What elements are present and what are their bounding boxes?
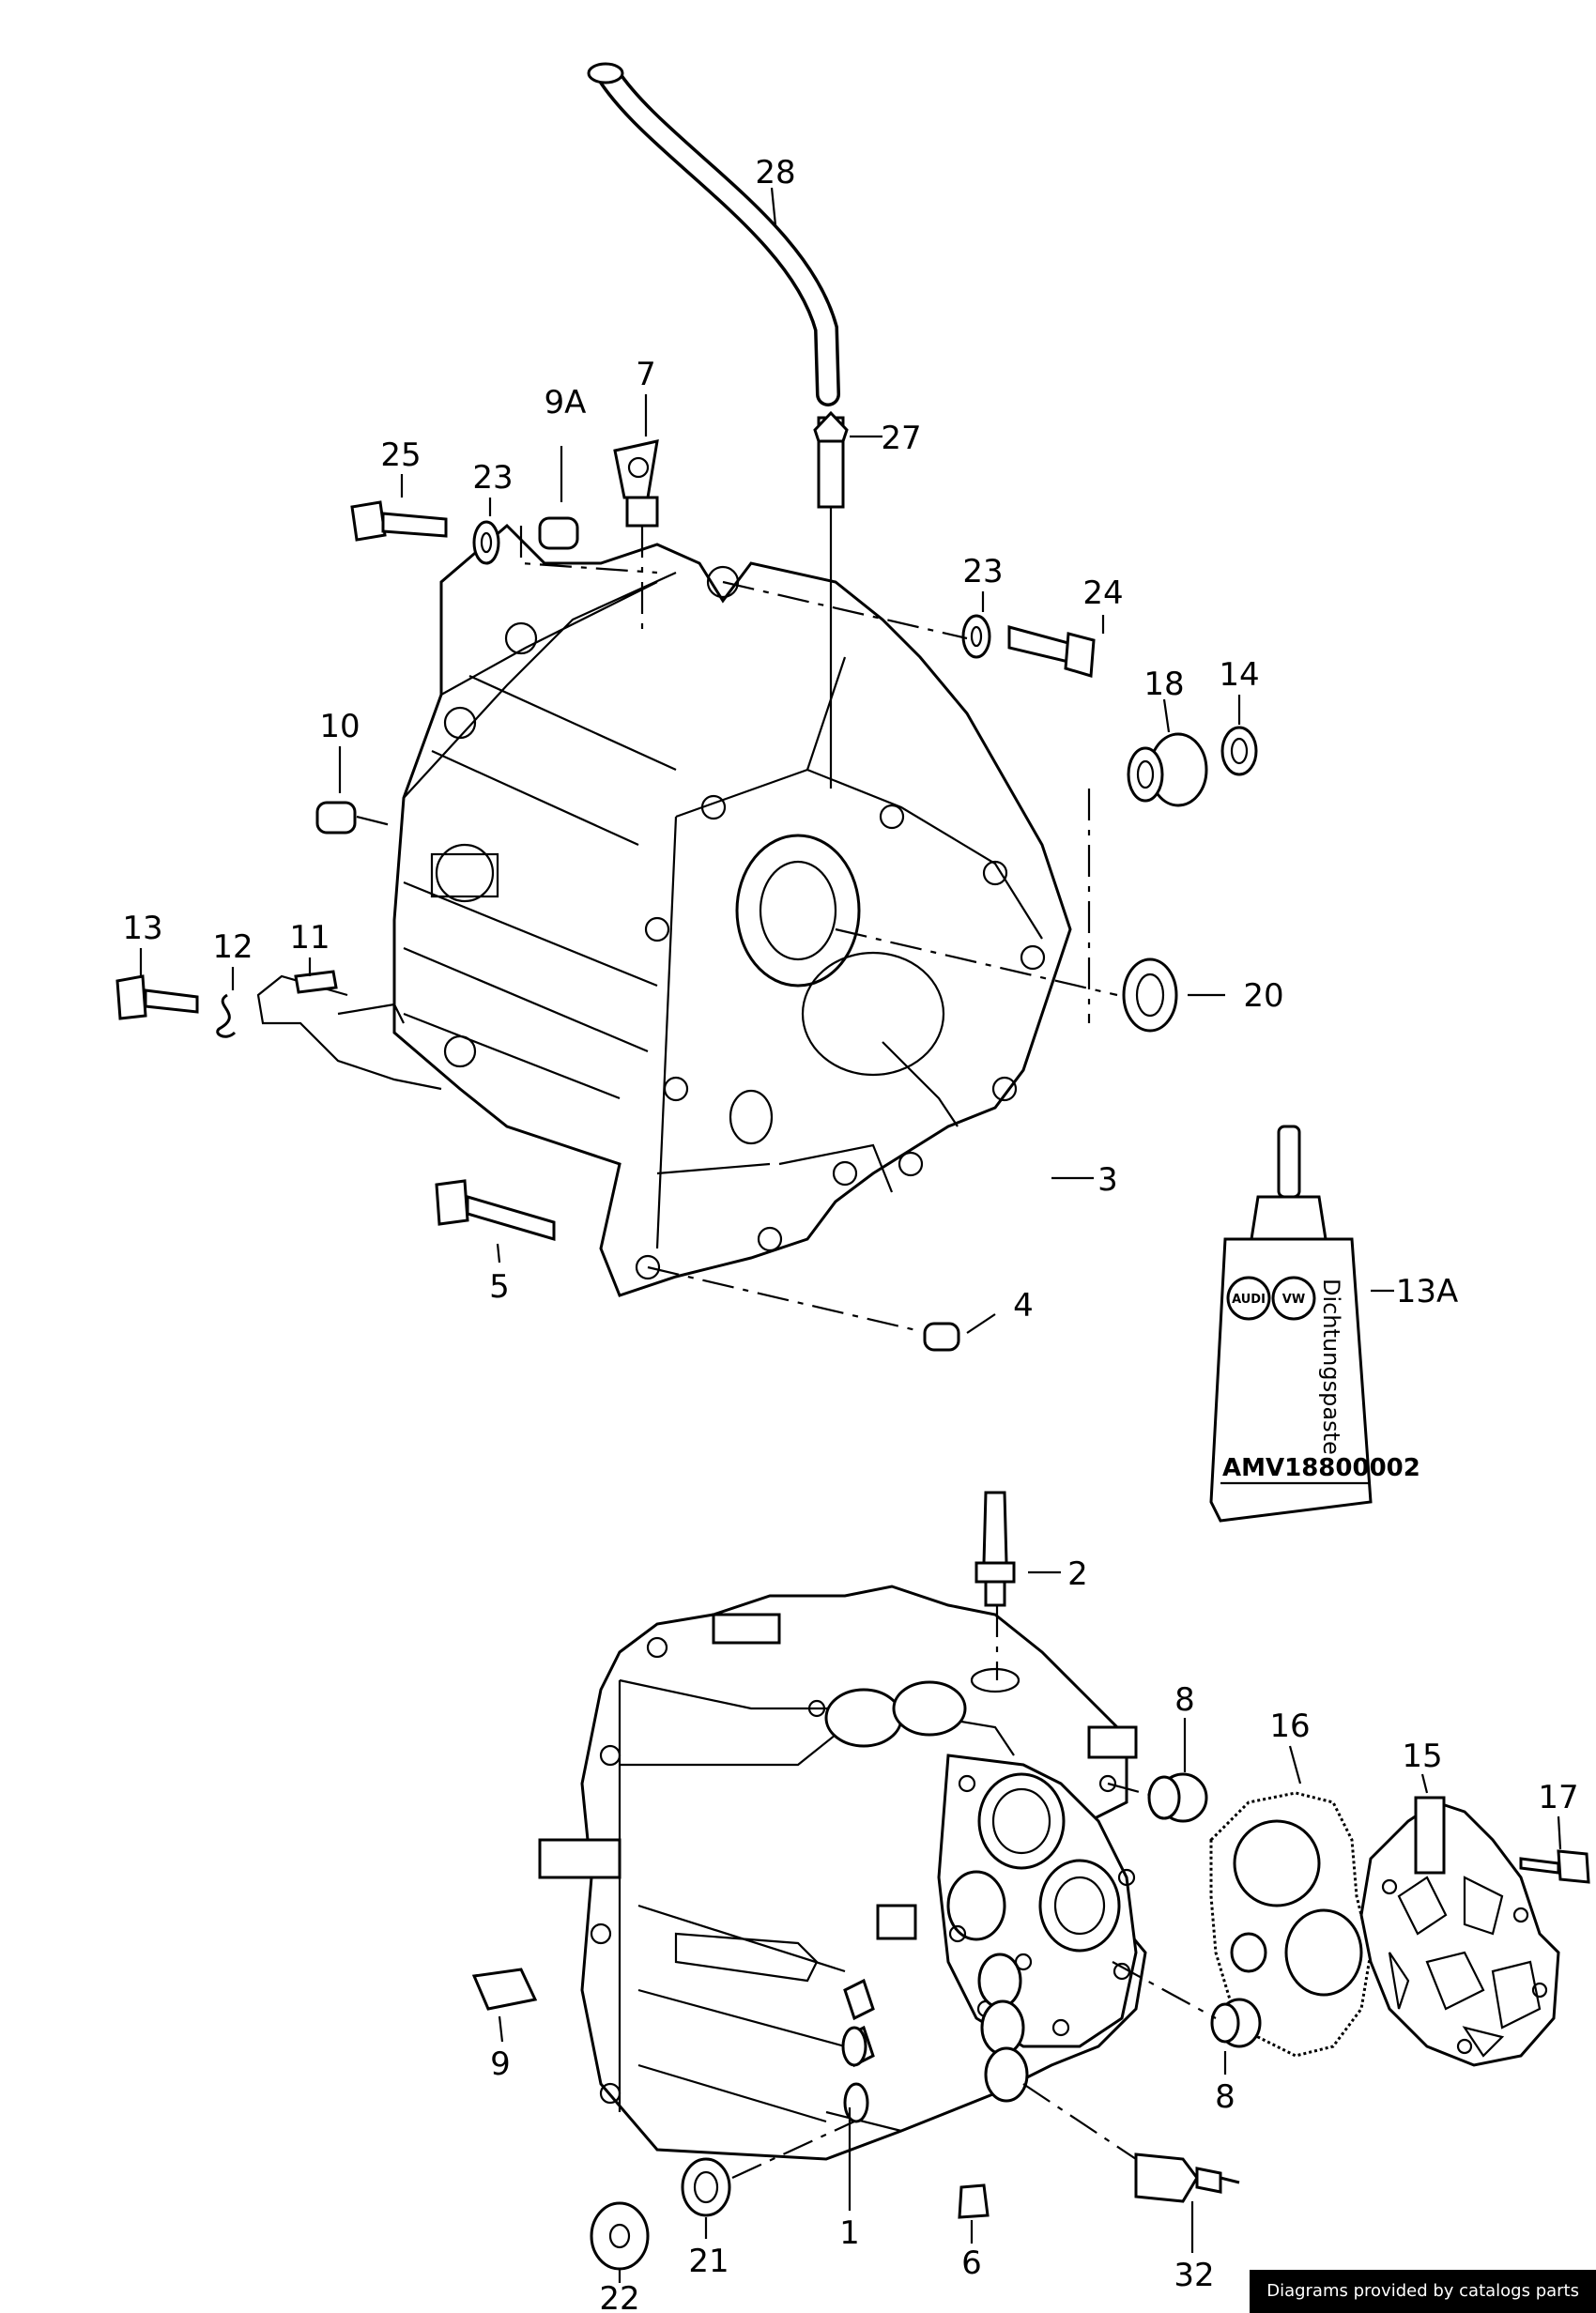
label-6: 6 (961, 2244, 982, 2282)
stud-2 (970, 1491, 1021, 1693)
washer-23a (472, 520, 500, 565)
tube-logo-left: AUDI (1232, 1293, 1266, 1307)
bolt-17 (1519, 1849, 1590, 1884)
plug-8b (1210, 1998, 1262, 2048)
lock-12 (216, 993, 237, 1038)
gearbox-housing (538, 1585, 1147, 2161)
line-9A (519, 526, 658, 574)
label-16: 16 (1269, 1708, 1310, 1745)
sealing-paste-tube-13A: AUDI VW Dichtungspaste AMV18800002 (1209, 1125, 1420, 1523)
tube-label-text: Dichtungspaste (1318, 1279, 1344, 1455)
label-17: 17 (1538, 1779, 1578, 1816)
label-21: 21 (688, 2243, 729, 2280)
label-12: 12 (212, 928, 253, 966)
label-13: 13 (122, 910, 162, 947)
label-24: 24 (1082, 574, 1123, 612)
ring-14 (1220, 726, 1258, 776)
label-8a: 8 (1174, 1681, 1195, 1719)
callout-labels: 28 27 7 9A 25 23 23 24 18 14 10 13 12 11… (122, 154, 1578, 2313)
clutch-housing (256, 523, 1072, 1297)
seal-21 (681, 2157, 731, 2217)
plug-8a (1147, 1772, 1208, 1823)
label-9: 9 (490, 2045, 511, 2083)
label-14: 14 (1219, 656, 1259, 694)
label-32: 32 (1174, 2257, 1214, 2294)
bushing-18 (1127, 732, 1208, 807)
gasket-16 (1209, 1791, 1373, 2058)
label-23a: 23 (472, 459, 513, 497)
label-7: 7 (636, 356, 656, 393)
label-18: 18 (1143, 666, 1184, 703)
label-5: 5 (489, 1268, 510, 1306)
label-1: 1 (839, 2214, 860, 2252)
label-27: 27 (881, 420, 921, 457)
label-15: 15 (1402, 1738, 1442, 1775)
bolt-13 (115, 974, 199, 1020)
label-28: 28 (755, 154, 795, 191)
label-3: 3 (1097, 1161, 1118, 1199)
label-25: 25 (380, 437, 421, 474)
cap-6 (958, 2183, 990, 2219)
sender-32 (1022, 2083, 1240, 2203)
bolt-25 (350, 500, 448, 542)
tube-code-text: AMV18800002 (1222, 1454, 1420, 1482)
label-11: 11 (289, 919, 330, 957)
label-9A: 9A (545, 384, 587, 421)
bolt-5 (435, 1179, 556, 1242)
label-22: 22 (599, 2280, 639, 2313)
label-4: 4 (1013, 1287, 1034, 1325)
sleeve-9A (538, 516, 579, 550)
sleeve-4 (923, 1322, 960, 1352)
breather-27 (813, 410, 849, 789)
label-8b: 8 (1215, 2078, 1235, 2116)
sleeve-10 (315, 801, 357, 835)
plug-22 (590, 2201, 650, 2271)
cover-15 (1359, 1796, 1560, 2067)
credit-badge: Diagrams provided by catalogs parts (1250, 2270, 1596, 2313)
dipstick-7 (613, 439, 659, 638)
tube-logo-right: VW (1282, 1293, 1305, 1307)
label-10: 10 (319, 708, 360, 745)
washer-23b (961, 614, 991, 659)
callout-leaders (139, 187, 1562, 2283)
bolt-24 (1007, 625, 1096, 678)
block-9 (471, 1968, 538, 2011)
label-23b: 23 (962, 553, 1003, 590)
label-13A: 13A (1396, 1273, 1459, 1310)
seal-20 (1122, 957, 1178, 1033)
label-20: 20 (1243, 977, 1283, 1015)
hose-28 (587, 62, 840, 406)
bracket-11 (294, 970, 338, 994)
label-2: 2 (1067, 1555, 1088, 1593)
